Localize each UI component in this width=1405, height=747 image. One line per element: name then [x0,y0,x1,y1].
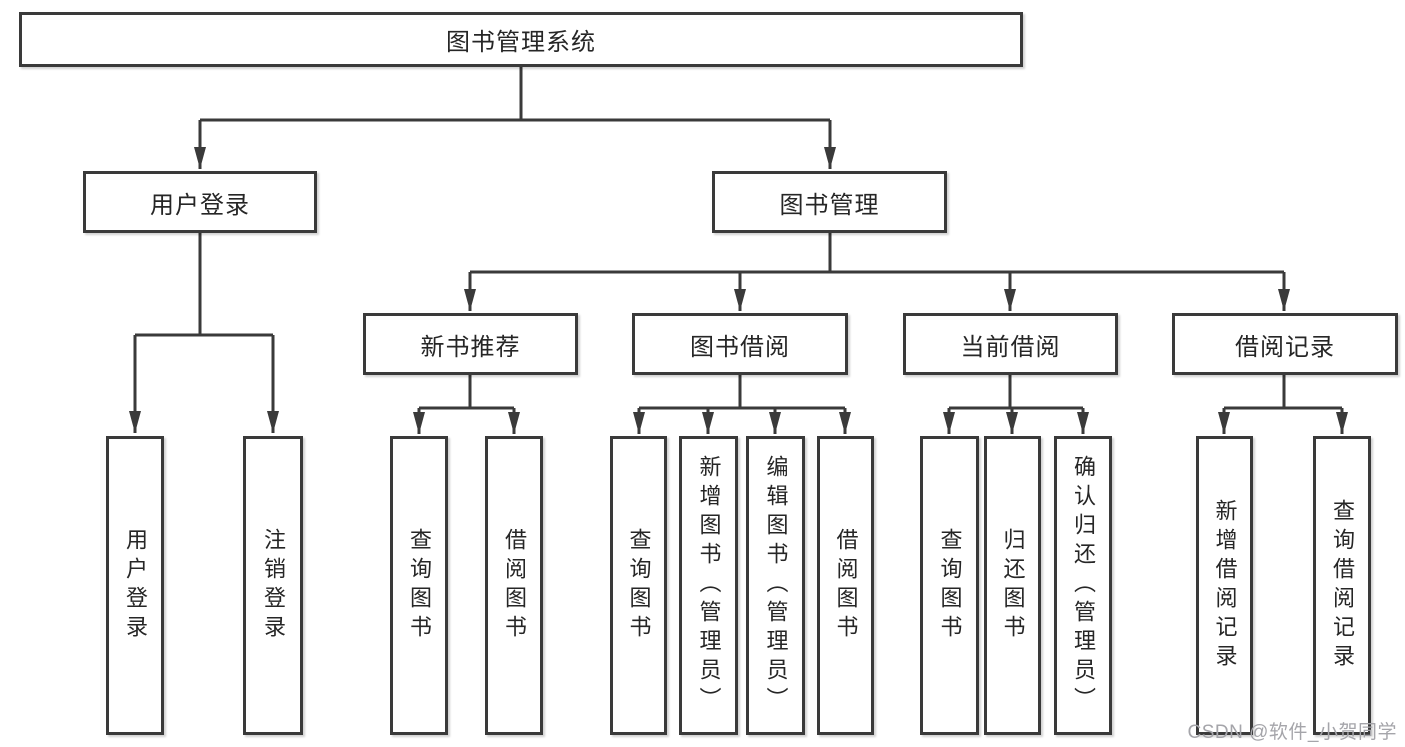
node-book-management: 图书管理 [712,171,947,233]
leaf-borrow-books: 借阅图书 [817,436,874,735]
leaf-query-books-current: 查询图书 [920,436,979,735]
connector-arrows [129,120,1348,434]
leaf-return-books: 归还图书 [984,436,1041,735]
leaf-user-login: 用户登录 [106,436,164,735]
leaf-query-books-current-label: 查询图书 [937,527,963,644]
leaf-logout-label: 注销登录 [261,527,286,644]
leaf-query-books-borrowing-label: 查询图书 [626,527,652,644]
leaf-confirm-return-admin-label: 确认归还（管理员） [1071,455,1096,716]
leaf-add-borrow-record: 新增借阅记录 [1196,436,1253,735]
leaf-query-books-recommend-label: 查询图书 [407,527,432,644]
leaf-user-login-label: 用户登录 [123,527,148,644]
leaf-query-books-borrowing: 查询图书 [610,436,667,735]
node-current-borrowing: 当前借阅 [903,313,1118,375]
node-root-label: 图书管理系统 [446,29,596,56]
node-borrowing-records-label: 借阅记录 [1235,333,1335,361]
node-borrowing-records: 借阅记录 [1172,313,1398,375]
node-user-login: 用户登录 [83,171,317,233]
node-new-book-recommendation-label: 新书推荐 [420,333,521,361]
connector-skeleton [135,67,1342,410]
node-user-login-label: 用户登录 [150,191,250,219]
node-root: 图书管理系统 [19,12,1023,67]
node-current-borrowing-label: 当前借阅 [960,333,1061,361]
leaf-return-books-label: 归还图书 [1000,527,1026,644]
leaf-edit-books-admin-label: 编辑图书（管理员） [763,455,789,716]
leaf-borrow-books-recommend: 借阅图书 [485,436,543,735]
node-book-management-label: 图书管理 [779,191,880,219]
leaf-logout: 注销登录 [243,436,303,735]
leaf-add-borrow-record-label: 新增借阅记录 [1212,498,1238,673]
leaf-confirm-return-admin: 确认归还（管理员） [1054,436,1112,735]
leaf-query-borrow-record-label: 查询借阅记录 [1330,498,1355,673]
leaf-borrow-books-recommend-label: 借阅图书 [502,527,527,644]
leaf-borrow-books-label: 借阅图书 [833,527,859,644]
node-book-borrowing: 图书借阅 [632,313,848,375]
leaf-add-books-admin: 新增图书（管理员） [679,436,738,735]
leaf-query-books-recommend: 查询图书 [390,436,448,735]
leaf-edit-books-admin: 编辑图书（管理员） [746,436,805,735]
node-new-book-recommendation: 新书推荐 [363,313,578,375]
node-book-borrowing-label: 图书借阅 [690,333,790,361]
watermark: CSDN @软件_小贺同学 [1187,722,1397,743]
leaf-query-borrow-record: 查询借阅记录 [1313,436,1371,735]
leaf-add-books-admin-label: 新增图书（管理员） [696,455,722,716]
